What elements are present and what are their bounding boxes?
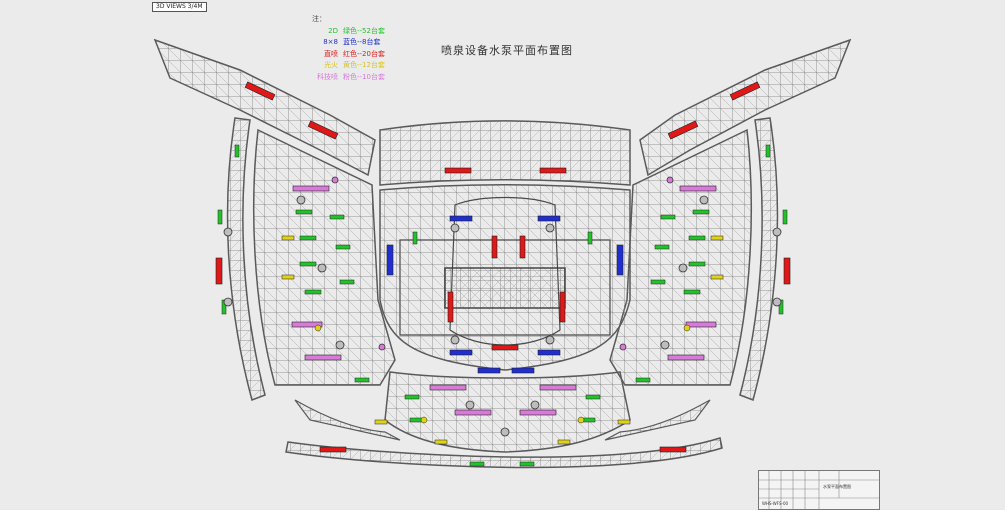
title-block-drawing-code: WHS-WFS-00	[762, 501, 789, 506]
legend-item-tech-jet: 科技喷 粉色--10台套	[312, 72, 385, 84]
legend-item-text: 绿色--52台套	[343, 26, 385, 35]
right-main-pad	[609, 128, 752, 386]
title-block: 水泵平面布置图 WHS-WFS-00	[758, 470, 880, 510]
legend-item-name: 8×8	[323, 38, 338, 46]
red-straight-jets	[215, 81, 791, 453]
legend-item-name: 科技喷	[317, 72, 338, 81]
center-main-block	[379, 184, 631, 371]
legend-item-name: 光火	[324, 61, 338, 69]
legend-item-name: 2D	[328, 26, 338, 35]
pump-nodes	[223, 176, 782, 437]
right-outer-arc-frame	[739, 117, 779, 401]
legend-item-8x8: 8×8 蓝色--8台套	[312, 37, 385, 49]
left-main-pad	[253, 128, 396, 386]
legend-item-2d: 2D 绿色--52台套	[312, 26, 385, 38]
drawing-title: 喷泉设备水泵平面布置图	[441, 44, 573, 57]
legend-item-straight-jet: 直喷 红色--20台套	[312, 49, 385, 61]
pink-tech-jets	[291, 185, 717, 416]
blue-units	[386, 215, 624, 374]
legend-item-text: 黄色--12台套	[343, 61, 385, 69]
legend-item-text: 红色--20台套	[343, 49, 385, 58]
right-wing-frame	[639, 38, 852, 177]
legend-note: 注：	[312, 15, 326, 23]
legend-item-text: 粉色--10台套	[343, 72, 385, 81]
top-center-band	[379, 120, 631, 186]
view-tag[interactable]: 3D VIEWS 3/4M	[152, 2, 207, 12]
legend-item-text: 蓝色--8台套	[343, 38, 381, 46]
title-block-grid	[759, 471, 879, 509]
legend-item-fire: 光火 黄色--12台套	[312, 60, 385, 72]
bottom-arc-strip	[285, 437, 723, 469]
green-2d-units	[217, 144, 788, 467]
legend-item-name: 直喷	[324, 49, 338, 58]
yellow-fire-units	[281, 235, 724, 445]
legend: 注： 2D 绿色--52台套 8×8 蓝色--8台套 直喷 红色--20台套 光…	[312, 14, 385, 83]
bottom-shield-block	[294, 371, 711, 453]
left-outer-arc-frame	[226, 117, 266, 401]
left-wing-frame	[153, 38, 376, 177]
title-block-drawing-name: 水泵平面布置图	[823, 484, 851, 489]
